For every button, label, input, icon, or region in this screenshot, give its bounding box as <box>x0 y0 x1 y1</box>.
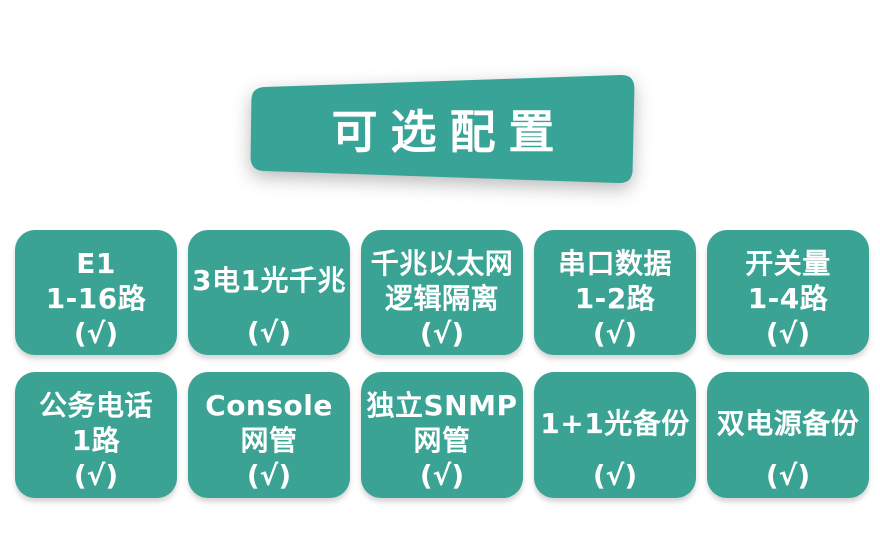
option-card-serial-data: 串口数据 1-2路 (√) <box>534 230 696 355</box>
card-line: E1 <box>76 247 116 280</box>
card-line: 1-16路 <box>45 282 147 315</box>
page-title-text: 可选配置 <box>331 105 568 159</box>
card-line: 千兆以太网 <box>370 247 514 280</box>
card-line: 1+1光备份 <box>540 406 690 440</box>
card-name: 开关量 1-4路 <box>710 246 866 316</box>
card-name: 公务电话 1路 <box>18 388 174 458</box>
check-mark: (√) <box>419 317 465 350</box>
option-cards-grid: E1 1-16路 (√) 3电1光千兆 (√) 千兆以太网 逻辑隔离 (√) 串… <box>15 230 869 498</box>
card-line: 公务电话 <box>38 389 153 422</box>
card-line: 串口数据 <box>557 247 672 280</box>
card-line: 网管 <box>240 424 298 457</box>
check-mark: (√) <box>246 316 292 349</box>
card-line: 双电源备份 <box>716 406 860 440</box>
option-card-optical-backup: 1+1光备份 (√) <box>534 372 696 498</box>
check-mark: (√) <box>765 317 811 350</box>
check-mark: (√) <box>765 459 811 492</box>
check-mark: (√) <box>246 459 292 492</box>
check-mark: (√) <box>73 459 119 492</box>
card-name: 串口数据 1-2路 <box>537 246 693 316</box>
option-card-e1: E1 1-16路 (√) <box>15 230 177 355</box>
option-card-snmp-nm: 独立SNMP 网管 (√) <box>361 372 523 498</box>
check-mark: (√) <box>592 317 638 350</box>
option-card-3e1o-gigabit: 3电1光千兆 (√) <box>188 230 350 355</box>
check-mark: (√) <box>419 459 465 492</box>
check-mark: (√) <box>592 459 638 492</box>
card-line: 逻辑隔离 <box>384 282 499 315</box>
card-line: 1-2路 <box>574 282 656 315</box>
card-name: E1 1-16路 <box>18 246 174 316</box>
card-name: 1+1光备份 <box>537 388 693 458</box>
option-card-switch-quantity: 开关量 1-4路 (√) <box>707 230 869 355</box>
card-name: 双电源备份 <box>710 388 866 458</box>
card-line: 网管 <box>413 424 471 457</box>
option-card-console-nm: Console 网管 (√) <box>188 372 350 498</box>
card-name: 千兆以太网 逻辑隔离 <box>364 246 520 316</box>
card-name: 独立SNMP 网管 <box>364 388 520 458</box>
card-line: 开关量 <box>745 247 831 280</box>
option-card-gigabit-ethernet-isolation: 千兆以太网 逻辑隔离 (√) <box>361 230 523 355</box>
option-card-dual-power-backup: 双电源备份 (√) <box>707 372 869 498</box>
card-line: Console <box>205 389 333 422</box>
check-mark: (√) <box>73 317 119 350</box>
option-card-service-phone: 公务电话 1路 (√) <box>15 372 177 498</box>
card-line: 1路 <box>71 424 121 457</box>
card-name: Console 网管 <box>191 388 347 458</box>
card-line: 1-4路 <box>747 282 829 315</box>
card-name: 3电1光千兆 <box>191 246 347 315</box>
card-line: 3电1光千兆 <box>192 264 346 297</box>
card-line: 独立SNMP <box>366 389 518 422</box>
page-title: 可选配置 <box>248 103 638 159</box>
